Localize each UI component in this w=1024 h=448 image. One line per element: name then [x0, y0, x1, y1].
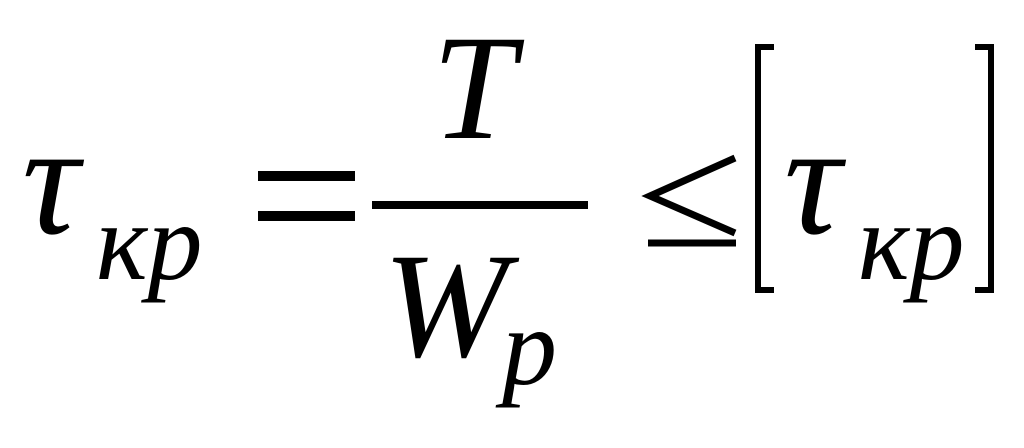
allowable-tau-subscript: кр: [858, 181, 965, 303]
tau-subscript: кр: [96, 181, 203, 303]
fraction-bar: [372, 201, 588, 209]
numerator-torque: T: [432, 5, 516, 171]
tau-symbol: τ: [22, 90, 80, 268]
denominator-subscript: p: [502, 286, 557, 408]
denominator-section-modulus: W: [383, 223, 508, 389]
left-bracket: [755, 44, 774, 293]
equals-sign: [258, 171, 355, 221]
right-bracket: [975, 44, 994, 293]
less-equal-sign: [641, 154, 737, 247]
allowable-tau-symbol: τ: [784, 90, 842, 268]
